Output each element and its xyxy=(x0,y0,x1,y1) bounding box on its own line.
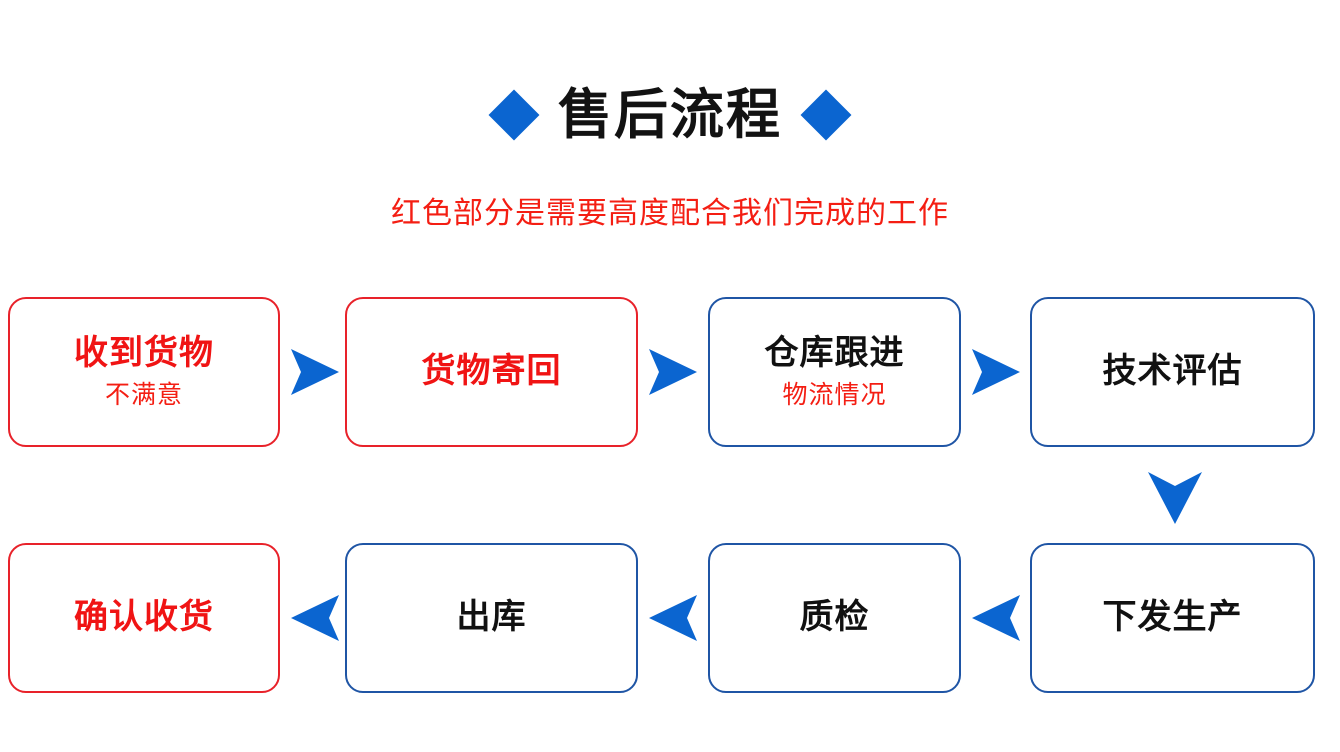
flow-node-title: 出库 xyxy=(456,598,527,637)
arrow-right-icon-2 xyxy=(641,341,703,403)
arrow-left-icon-3 xyxy=(964,587,1026,649)
flow-node-title: 确认收货 xyxy=(74,598,214,637)
flow-node-confirm-receipt[interactable]: 确认收货 xyxy=(8,543,280,693)
flow-row-2: 确认收货 出库 质检 下发生产 xyxy=(0,543,1340,693)
diamond-icon-right xyxy=(800,89,852,141)
flow-node-received-goods[interactable]: 收到货物 不满意 xyxy=(8,297,280,447)
flow-node-title: 仓库跟进 xyxy=(764,334,905,373)
arrow-right-icon-1 xyxy=(283,341,345,403)
page-subtitle: 红色部分是需要高度配合我们完成的工作 xyxy=(391,197,949,230)
page-title: 售后流程 xyxy=(558,85,782,145)
flow-node-warehouse-followup[interactable]: 仓库跟进 物流情况 xyxy=(708,297,961,447)
flow-node-outbound[interactable]: 出库 xyxy=(345,543,638,693)
flow-node-technical-assessment[interactable]: 技术评估 xyxy=(1030,297,1315,447)
flow-node-title: 货物寄回 xyxy=(421,352,562,391)
flow-node-title: 下发生产 xyxy=(1102,598,1243,637)
flow-node-title: 质检 xyxy=(799,598,870,637)
diamond-icon-left xyxy=(488,89,540,141)
flow-node-subtitle: 物流情况 xyxy=(782,380,887,409)
arrow-down-icon xyxy=(1142,466,1208,528)
flow-node-title: 收到货物 xyxy=(74,334,214,373)
flow-node-quality-inspection[interactable]: 质检 xyxy=(708,543,961,693)
flow-node-send-back-goods[interactable]: 货物寄回 xyxy=(345,297,638,447)
flow-node-title: 技术评估 xyxy=(1102,352,1243,391)
page-title-row: 售后流程 xyxy=(0,80,1340,150)
arrow-right-icon-3 xyxy=(964,341,1026,403)
flow-node-subtitle: 不满意 xyxy=(104,380,183,409)
flow-node-issue-production[interactable]: 下发生产 xyxy=(1030,543,1315,693)
arrow-left-icon-1 xyxy=(283,587,345,649)
flow-row-1: 收到货物 不满意 货物寄回 仓库跟进 物流情况 技术评估 xyxy=(0,297,1340,447)
arrow-left-icon-2 xyxy=(641,587,703,649)
